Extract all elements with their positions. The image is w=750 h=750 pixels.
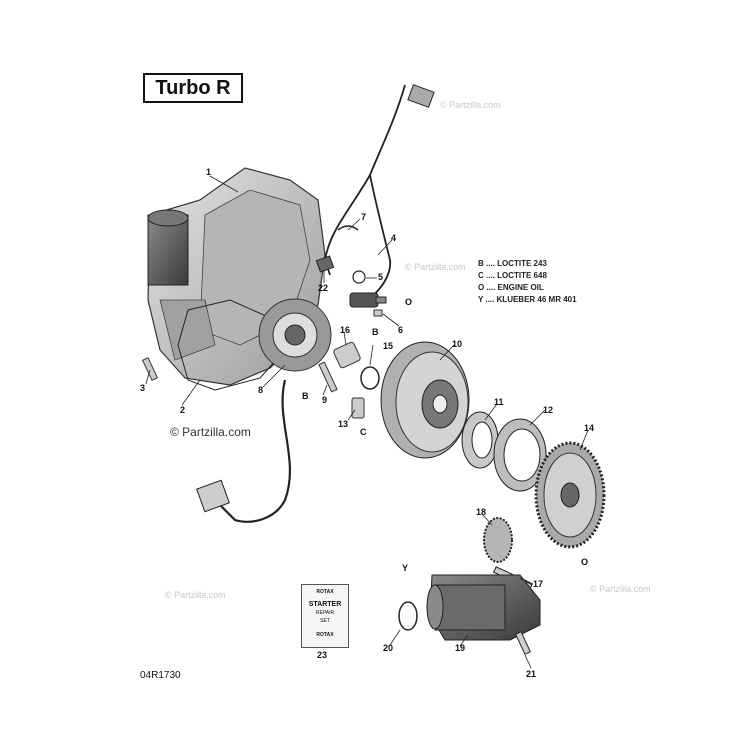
- clip: [337, 225, 359, 231]
- kit-line-2: REPAIR: [315, 610, 335, 616]
- callout-3[interactable]: 3: [140, 383, 146, 393]
- callout-14[interactable]: 14: [584, 423, 595, 433]
- callout-5[interactable]: 5: [378, 272, 384, 282]
- retainer: [315, 255, 335, 273]
- callout-22[interactable]: 22: [318, 283, 329, 293]
- callout-23[interactable]: 23: [317, 650, 328, 660]
- callout-2[interactable]: 2: [180, 405, 186, 415]
- lubricant-legend: B .... LOCTITE 243 C .... LOCTITE 648 O …: [478, 258, 577, 306]
- kit-brand-top: ROTAX: [316, 589, 334, 595]
- sensor-wire: [324, 84, 406, 299]
- callout-7[interactable]: 7: [361, 212, 367, 222]
- watermark-faint-1: © Partzilla.com: [440, 100, 501, 110]
- intermediate-gear: [483, 517, 513, 563]
- watermark-faint-2: © Partzilla.com: [405, 262, 466, 272]
- callout-1[interactable]: 1: [206, 167, 212, 177]
- callout-15[interactable]: 15: [383, 341, 394, 351]
- watermark-faint-4: © Partzilla.com: [590, 584, 651, 594]
- starter-repair-set-card[interactable]: ROTAX STARTER REPAIR SET ROTAX: [301, 584, 349, 648]
- starter-motor: [426, 574, 541, 641]
- bolts: [141, 309, 383, 419]
- cover-gasket: [177, 299, 286, 391]
- kit-line-1: STARTER: [308, 601, 342, 608]
- model-title: Turbo R: [143, 73, 243, 103]
- legend-row-b: B .... LOCTITE 243: [478, 259, 547, 268]
- callout-13[interactable]: 13: [338, 419, 349, 429]
- marker-b-9: B: [302, 391, 309, 401]
- marker-c-13: C: [360, 427, 367, 437]
- stator-harness: [219, 379, 292, 523]
- starter-gear: [534, 441, 606, 549]
- legend-row-o: O .... ENGINE OIL: [478, 283, 544, 292]
- callout-16[interactable]: 16: [340, 325, 351, 335]
- callout-6[interactable]: 6: [398, 325, 404, 335]
- rotor: [380, 341, 470, 459]
- kit-brand-bottom: ROTAX: [316, 632, 334, 638]
- callout-10[interactable]: 10: [452, 339, 463, 349]
- leader-lines: [145, 175, 589, 669]
- callout-9[interactable]: 9: [322, 395, 328, 405]
- callout-18[interactable]: 18: [476, 507, 487, 517]
- sensor-connector: [407, 84, 435, 108]
- callout-12[interactable]: 12: [543, 405, 554, 415]
- washer: [360, 366, 380, 390]
- watermark-faint-3: © Partzilla.com: [165, 590, 226, 600]
- callout-11[interactable]: 11: [494, 397, 504, 407]
- callout-8[interactable]: 8: [258, 385, 264, 395]
- marker-o-6: O: [405, 297, 413, 307]
- o-ring-5: [352, 270, 366, 284]
- kit-line-3: SET: [320, 618, 330, 624]
- o-ring-20: [398, 601, 418, 631]
- legend-row-c: C .... LOCTITE 648: [478, 271, 547, 280]
- starter-bolt: [514, 631, 532, 655]
- callout-21[interactable]: 21: [526, 669, 537, 679]
- callout-19[interactable]: 19: [455, 643, 466, 653]
- stator: [258, 298, 332, 372]
- callout-17[interactable]: 17: [533, 579, 544, 589]
- marker-b-16: B: [372, 327, 379, 337]
- callout-20[interactable]: 20: [383, 643, 394, 653]
- marker-o-14: O: [581, 557, 589, 567]
- callout-4[interactable]: 4: [391, 233, 397, 243]
- legend-row-y: Y .... KLUEBER 46 MR 401: [478, 295, 577, 304]
- sensor: [349, 292, 387, 308]
- marker-y-starter: Y: [402, 563, 409, 573]
- watermark-main: © Partzilla.com: [170, 425, 251, 439]
- harness-connector: [196, 479, 230, 513]
- drawing-code: 04R1730: [140, 670, 181, 681]
